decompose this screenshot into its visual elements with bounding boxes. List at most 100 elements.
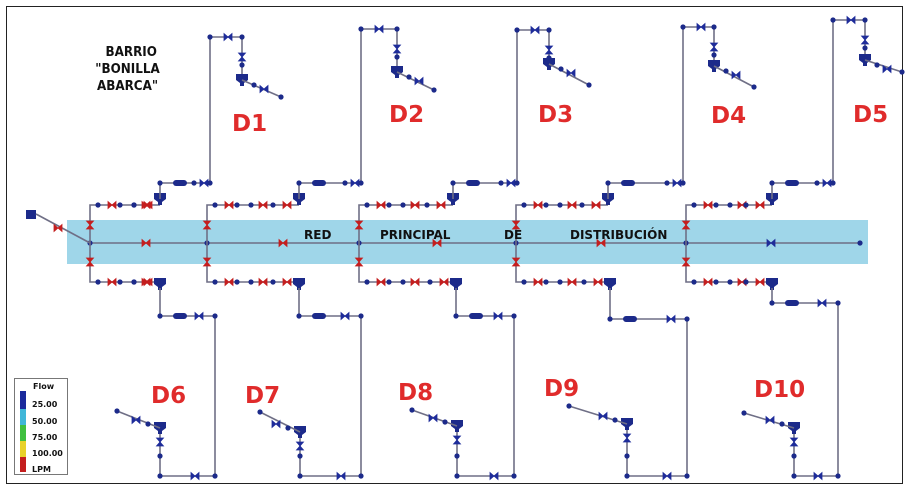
valve-red [703,200,713,210]
pump-tank [543,58,555,70]
junction-node [727,279,733,285]
valve-red [85,257,95,267]
junction-node [605,180,611,186]
valve-red [107,277,117,287]
junction-node [386,202,392,208]
district-label-d5: D5 [853,102,889,128]
valve-blue [452,435,462,445]
junction-node [713,279,719,285]
junction-node [624,473,630,479]
district-feed-pipe [159,36,243,199]
valve-red [737,200,747,210]
junction-node [862,45,868,51]
legend-swatch-1 [20,391,26,409]
junction-node [814,180,820,186]
main-valve [596,238,606,248]
legend-swatch-2 [20,409,26,425]
legend-swatch-5 [20,457,26,472]
junction-node [498,180,504,186]
valve-blue [190,471,200,481]
junction-node [454,473,460,479]
junction-node [207,34,213,40]
valve-blue [882,64,892,74]
band-word-de: DE [504,228,523,242]
district-label-d6: D6 [151,383,187,409]
junction-node [830,180,836,186]
valve-blue [696,22,706,32]
junction-node [212,202,218,208]
junction-node [566,403,572,409]
valve-blue [566,68,576,78]
valve-blue [789,437,799,447]
valve-blue [846,15,856,25]
junction-node [278,94,284,100]
junction-node [248,202,254,208]
junction-node [296,180,302,186]
junction-node [691,202,697,208]
meter [312,180,326,186]
meter [785,300,799,306]
legend-entry-5: LPM [32,465,51,474]
junction-node [581,279,587,285]
junction-node [684,316,690,322]
junction-node [769,300,775,306]
meter [469,313,483,319]
pump-tank [604,278,616,290]
junction-node [157,180,163,186]
junction-node [239,34,245,40]
junction-node [835,473,841,479]
junction-node [248,279,254,285]
valve-blue [155,437,165,447]
district-feed-pipe [455,288,515,477]
junction-node [297,453,303,459]
valve-red [593,277,603,287]
valve-red [703,277,713,287]
meter [623,316,637,322]
junction-node [239,62,245,68]
valve-blue [271,419,281,429]
junction-node [680,180,686,186]
valve-blue [662,471,672,481]
valve-blue [506,178,516,188]
junction-node [296,313,302,319]
junction-node [394,54,400,60]
legend-entry-1: 25.00 [32,400,58,409]
junction-node [212,313,218,319]
junction-node [680,24,686,30]
junction-node [779,421,785,427]
junction-node [862,17,868,23]
valve-blue [822,178,832,188]
valve-blue [672,178,682,188]
legend-entry-2: 50.00 [32,417,58,426]
main-valve [278,238,288,248]
junction-node [791,473,797,479]
junction-node [450,180,456,186]
pump-tank [293,278,305,290]
meter [173,313,187,319]
pump-tank [154,278,166,290]
legend-entry-3: 75.00 [32,433,58,442]
valve-red [143,200,153,210]
junction-node [358,180,364,186]
district-feed-pipe [607,26,715,199]
district-label-d7: D7 [245,383,281,409]
junction-node [427,279,433,285]
valve-red [533,200,543,210]
bottom-lateral-pipe [89,243,160,283]
junction-node [442,419,448,425]
band-word-distribucion: DISTRIBUCIÓN [570,228,668,242]
junction-node [558,66,564,72]
junction-node [114,408,120,414]
legend-swatch-4 [20,441,26,457]
top-lateral-pipe [206,204,299,243]
junction-node [713,202,719,208]
meter [621,180,635,186]
inlet-pipe [35,213,91,244]
junction-node [270,279,276,285]
junction-node [251,82,257,88]
junction-node [234,279,240,285]
valve-blue [709,42,719,52]
valve-red [439,277,449,287]
legend-title: Flow [33,382,55,391]
junction-node [691,279,697,285]
